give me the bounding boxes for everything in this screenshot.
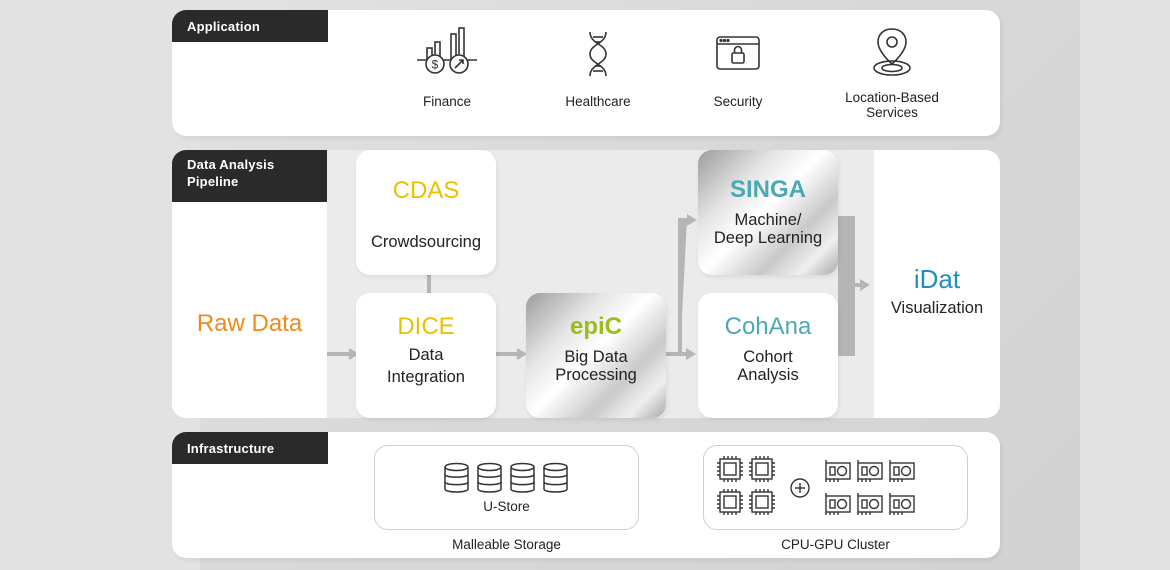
epic-title: epiC [569,313,622,340]
idat-title: iDat [913,264,961,294]
database-icon [444,462,568,493]
raw-data-label: Raw Data [196,310,303,337]
finance-chart-icon: $ [417,27,477,74]
app-location: Location-Based Services [834,10,950,136]
app-security: Security [694,10,782,136]
dna-icon [589,31,607,77]
epic-sub-line1: Big Data [564,348,628,366]
arrow-singa-to-idat [838,216,855,356]
cohana-sub-line2: Analysis [737,366,799,385]
cdas-sub: Crowdsourcing [370,233,482,251]
finance-label: Finance [422,94,472,109]
cdas-title: CDAS [392,177,460,204]
ustore-box[interactable]: U-Store [374,445,639,530]
infrastructure-panel: Infrastructure U-Store Malleable Storage [172,432,1000,558]
svg-text:$: $ [432,58,439,72]
dice-node[interactable]: DICE Data Integration [356,293,496,418]
idat-node[interactable]: iDat Visualization [874,150,1000,418]
dice-sub-line1: Data [408,346,444,364]
location-label-line2: Services [866,105,918,121]
security-label: Security [713,94,763,109]
pipeline-panel: Data Analysis Pipeline Raw Data CDAS Cro… [172,150,1000,418]
visualization-area [874,150,1000,418]
location-label-line1: Location-Based [845,90,939,105]
singa-sub: Machine/ Deep Learning [698,211,838,248]
pipeline-tag-line1: Data Analysis [187,157,275,172]
epic-sub: Big Data Processing [526,348,666,385]
singa-sub-line1: Machine/ [734,211,802,229]
malleable-storage-caption: Malleable Storage [452,537,561,552]
location-label: Location-Based Services [834,90,950,120]
raw-data-area [172,202,327,418]
cluster-box[interactable] [703,445,968,530]
epic-node[interactable]: epiC Big Data Processing [526,293,666,418]
cohana-title: CohAna [724,313,812,340]
cohana-sub-line1: Cohort [743,348,793,366]
cdas-node[interactable]: CDAS Crowdsourcing [356,150,496,275]
ustore-label: U-Store [483,499,530,514]
arrow-epic-to-singa [678,218,687,354]
singa-node[interactable]: SINGA Machine/ Deep Learning [698,150,838,275]
application-tag: Application [172,10,328,42]
cluster-icons [716,455,915,516]
idat-sub: Visualization [890,299,984,317]
singa-sub-line2: Deep Learning [713,229,823,248]
browser-lock-icon [716,36,760,70]
dice-title: DICE [397,313,455,340]
infrastructure-tag: Infrastructure [172,432,328,464]
plus-circle-icon [790,478,810,498]
location-pin-icon [873,28,911,76]
epic-sub-line2: Processing [555,366,637,385]
singa-title: SINGA [729,176,806,203]
application-panel: Application $ Finance Healthcare [172,10,1000,136]
app-finance: $ Finance [402,10,492,136]
app-healthcare: Healthcare [552,10,644,136]
cohana-node[interactable]: CohAna Cohort Analysis [698,293,838,418]
pipeline-tag: Data Analysis Pipeline [172,150,327,202]
cohana-sub: Cohort Analysis [698,348,838,385]
cluster-caption: CPU-GPU Cluster [781,537,890,552]
gpu-card-icon [825,459,915,516]
dice-sub-line2: Integration [387,368,465,387]
pipeline-tag-line2: Pipeline [187,173,239,189]
pipeline-connectors [327,214,870,360]
healthcare-label: Healthcare [565,94,631,109]
dice-sub: Data Integration [356,346,496,387]
cpu-chip-icon [716,455,776,516]
